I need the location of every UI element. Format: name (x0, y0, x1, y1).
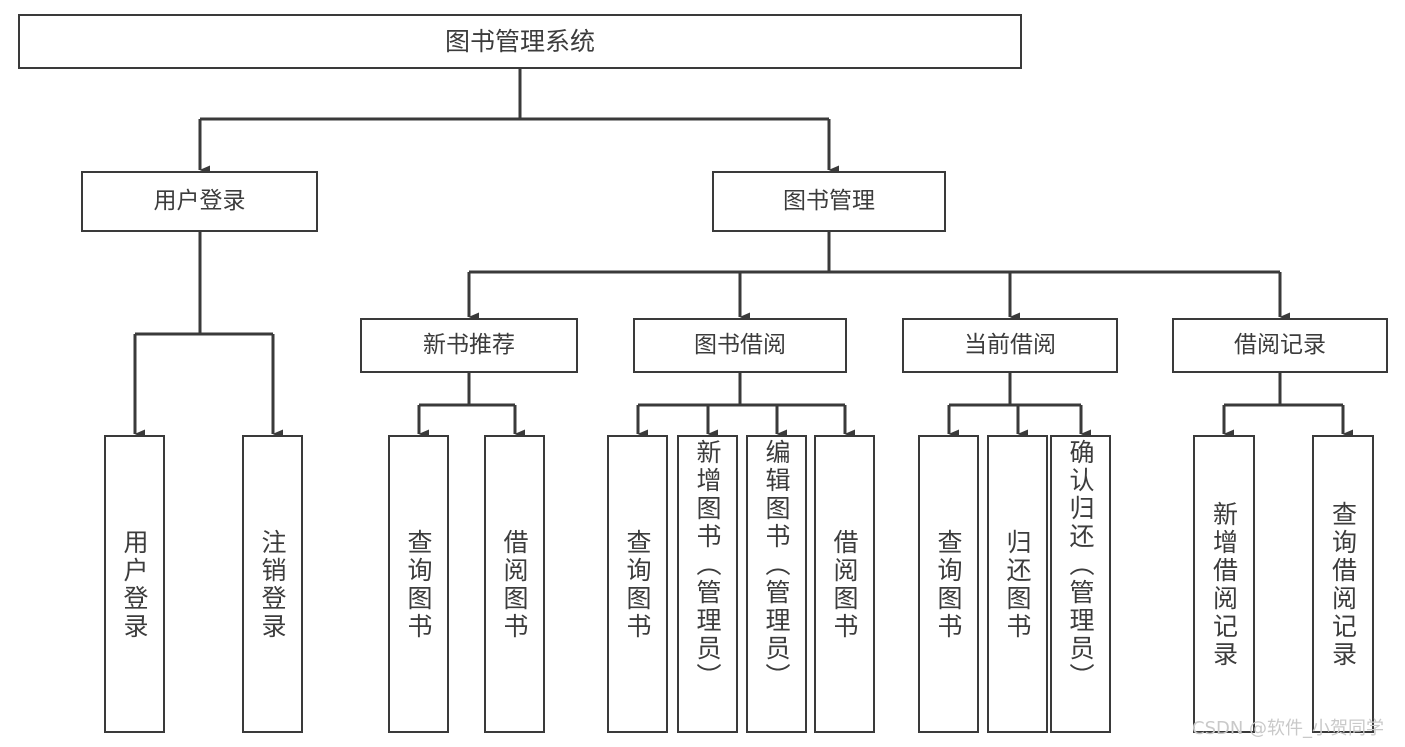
node-leaf-return-book[interactable]: 归还图书 (987, 435, 1048, 733)
node-book-borrow[interactable]: 图书借阅 (633, 318, 847, 373)
node-label-leaf-query-book-cur: 查询图书 (934, 529, 963, 641)
node-leaf-query-book[interactable]: 查询图书 (607, 435, 668, 733)
node-current-borrow[interactable]: 当前借阅 (902, 318, 1118, 373)
node-borrow-record[interactable]: 借阅记录 (1172, 318, 1388, 373)
node-label-leaf-return-book: 归还图书 (1003, 529, 1032, 641)
node-leaf-edit-book[interactable]: 编辑图书（管理员） (746, 435, 807, 733)
watermark-text: CSDN @软件_小贺同学 (1192, 718, 1385, 739)
node-leaf-borrow-book-rec[interactable]: 借阅图书 (484, 435, 545, 733)
node-new-book-recommend[interactable]: 新书推荐 (360, 318, 578, 373)
node-label-user-login: 用户登录 (153, 187, 246, 214)
node-root[interactable]: 图书管理系统 (18, 14, 1022, 69)
node-label-leaf-add-book: 新增图书（管理员） (693, 439, 722, 691)
node-leaf-confirm-return[interactable]: 确认归还（管理员） (1050, 435, 1111, 733)
node-leaf-add-record[interactable]: 新增借阅记录 (1193, 435, 1255, 733)
connector-paths (133, 69, 1353, 439)
node-label-borrow-record: 借阅记录 (1234, 331, 1326, 358)
node-label-book-management: 图书管理 (783, 187, 875, 214)
node-label-leaf-user-login: 用户登录 (120, 529, 149, 641)
node-label-leaf-edit-book: 编辑图书（管理员） (762, 439, 791, 691)
node-label-leaf-query-record: 查询借阅记录 (1328, 501, 1358, 669)
node-leaf-query-record[interactable]: 查询借阅记录 (1312, 435, 1374, 733)
node-user-login[interactable]: 用户登录 (81, 171, 318, 232)
node-label-leaf-confirm-return: 确认归还（管理员） (1066, 439, 1095, 691)
node-label-leaf-query-book-rec: 查询图书 (404, 529, 433, 641)
node-leaf-query-book-cur[interactable]: 查询图书 (918, 435, 979, 733)
node-leaf-logout[interactable]: 注销登录 (242, 435, 303, 733)
node-label-leaf-query-book: 查询图书 (623, 529, 652, 641)
node-label-leaf-borrow-book: 借阅图书 (830, 529, 859, 641)
node-label-root: 图书管理系统 (444, 26, 595, 56)
node-leaf-borrow-book[interactable]: 借阅图书 (814, 435, 875, 733)
node-leaf-add-book[interactable]: 新增图书（管理员） (677, 435, 738, 733)
node-label-book-borrow: 图书借阅 (694, 331, 786, 358)
node-leaf-user-login[interactable]: 用户登录 (104, 435, 165, 733)
node-leaf-query-book-rec[interactable]: 查询图书 (388, 435, 449, 733)
node-label-leaf-borrow-book-rec: 借阅图书 (500, 529, 529, 641)
node-label-leaf-logout: 注销登录 (258, 529, 287, 641)
node-label-leaf-add-record: 新增借阅记录 (1209, 501, 1239, 669)
node-book-management[interactable]: 图书管理 (712, 171, 946, 232)
node-label-new-book-recommend: 新书推荐 (423, 331, 515, 358)
node-label-current-borrow: 当前借阅 (964, 331, 1056, 358)
